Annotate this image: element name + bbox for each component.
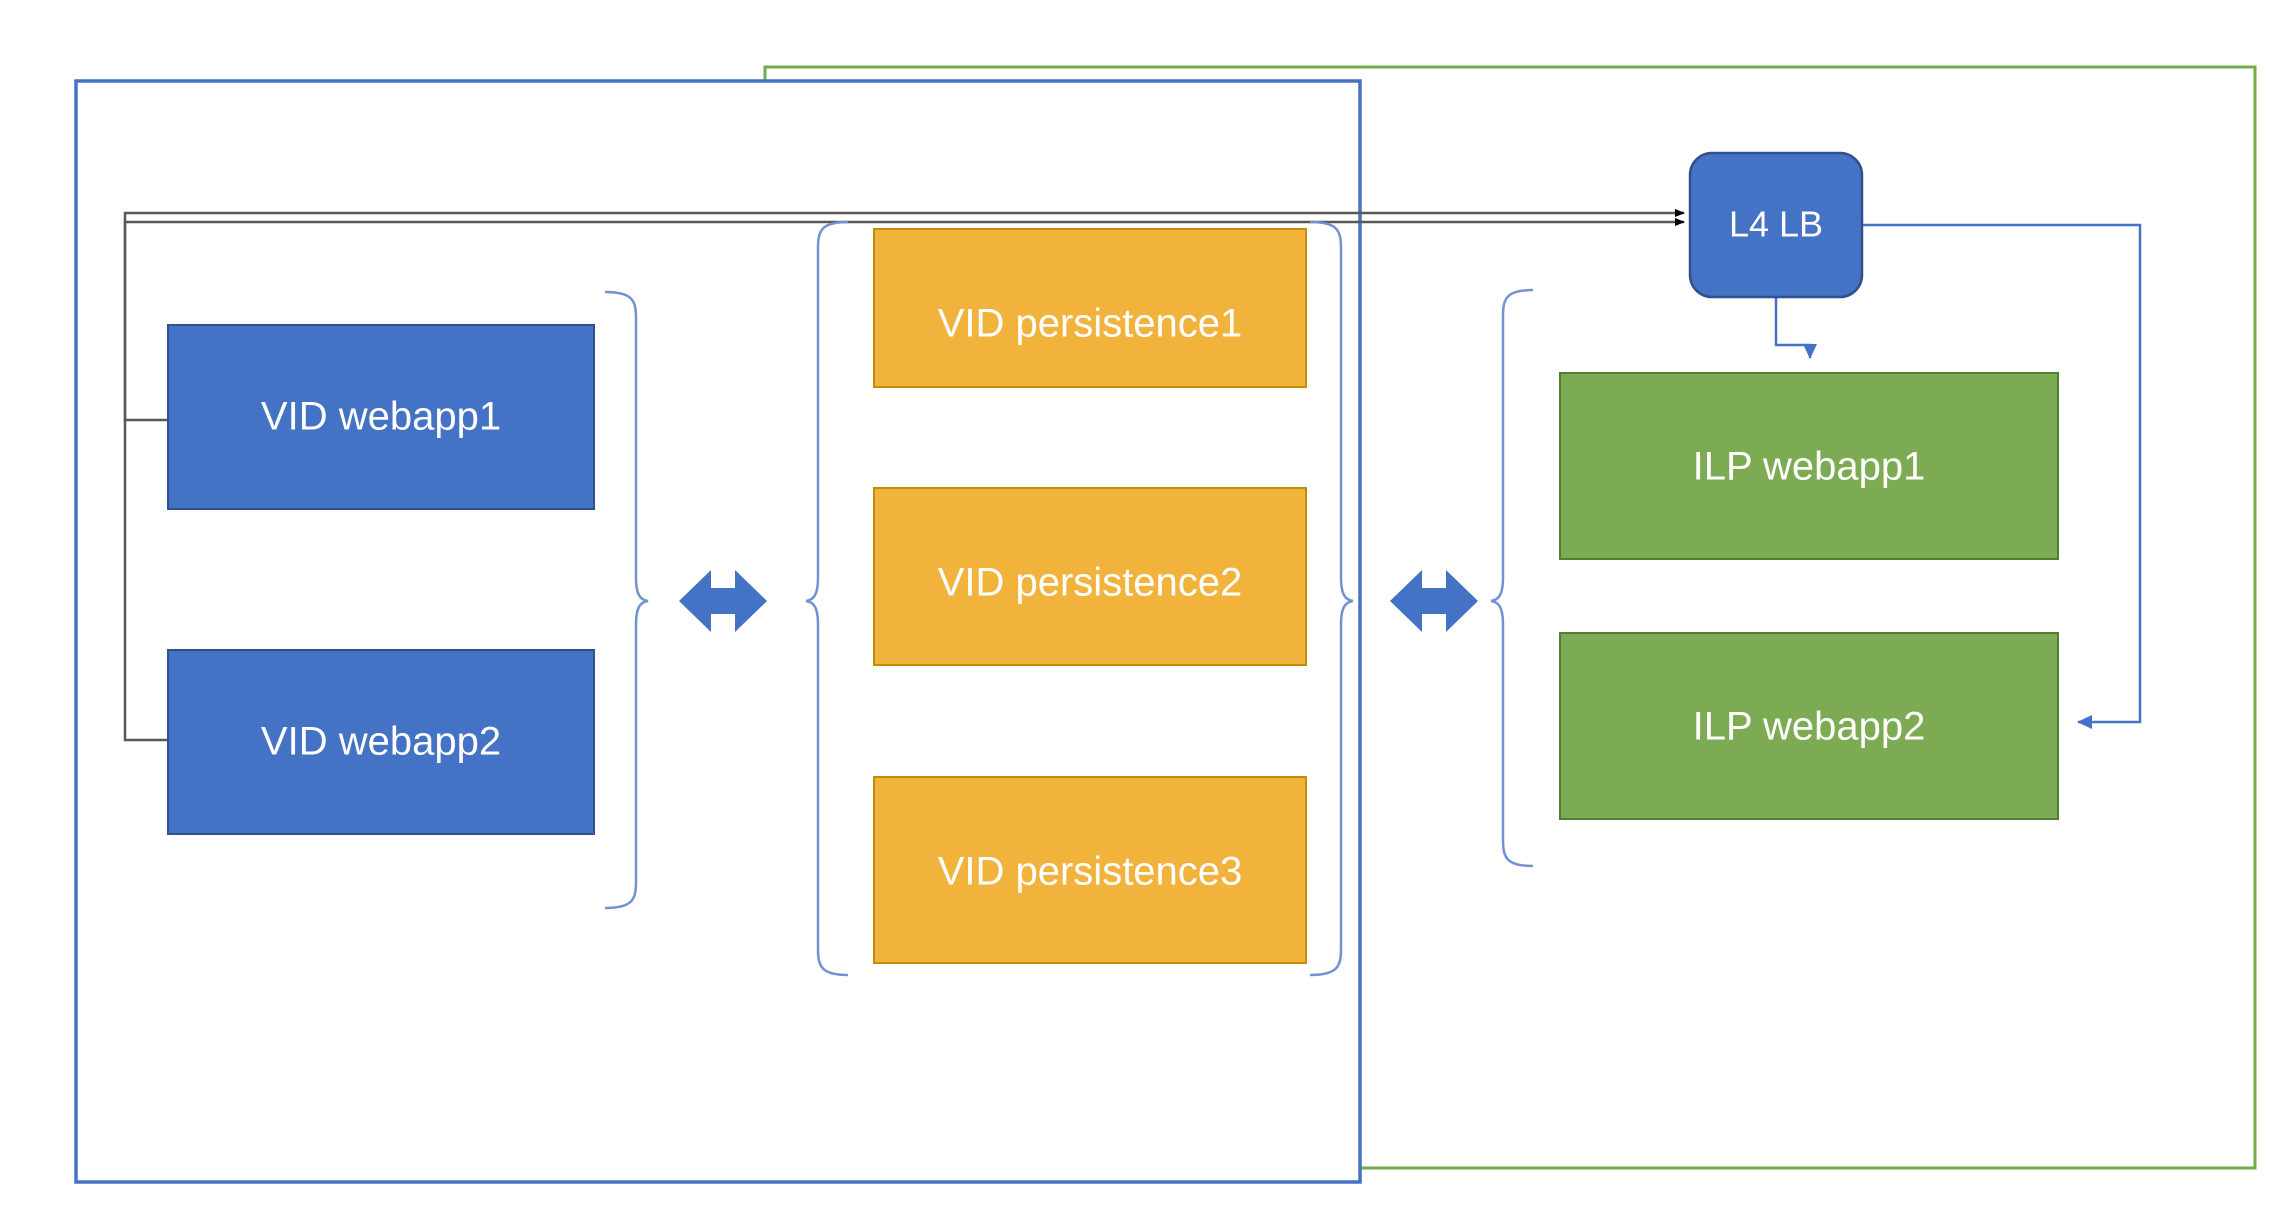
- vid-persistence2-box[interactable]: [873, 487, 1307, 666]
- braces-group: [604, 220, 1534, 977]
- double-arrow-vid-webapp-persistence: [679, 570, 767, 632]
- vid-webapp1-label: VID webapp1: [261, 395, 501, 439]
- brace-vid-webapps: [604, 290, 649, 910]
- ilp-webapp1-label: ILP webapp1: [1693, 445, 1926, 489]
- lb-connectors-group: [1774, 223, 2142, 729]
- ilp-webapp2-box[interactable]: [1559, 632, 2059, 820]
- l4-lb-label: L4 LB: [1729, 204, 1823, 245]
- l4-lb-box[interactable]: [1688, 151, 1864, 299]
- ilp-webapp2-label: ILP webapp2: [1693, 705, 1926, 749]
- vid-persistence3-box[interactable]: [873, 776, 1307, 964]
- node-vid-persistence2[interactable]: VID persistence2: [873, 487, 1307, 666]
- node-ilp-webapp2[interactable]: ILP webapp2: [1559, 632, 2059, 820]
- brace-persistence-right: [1309, 220, 1354, 977]
- ilp-webapp1-box[interactable]: [1559, 372, 2059, 560]
- vid-persistence1-label: VID persistence1: [938, 302, 1243, 346]
- vid-webapp1-box[interactable]: [167, 324, 595, 510]
- connector-l4lb-to-ilp-webapp2: [1862, 223, 2142, 729]
- brace-persistence-left: [805, 220, 849, 977]
- node-vid-webapp1[interactable]: VID webapp1: [167, 324, 595, 510]
- vid-webapp2-box[interactable]: [167, 649, 595, 835]
- connector-vid-webapp2-to-l4lb: [123, 218, 1685, 742]
- vid-webapp2-label: VID webapp2: [261, 720, 501, 764]
- connector-l4lb-to-ilp-webapp1: [1774, 297, 1817, 359]
- node-ilp-webapp1[interactable]: ILP webapp1: [1559, 372, 2059, 560]
- double-arrow-persistence-ilp: [1390, 570, 1478, 632]
- brace-ilp-webapps: [1490, 288, 1534, 868]
- vid-persistence1-box[interactable]: [873, 228, 1307, 388]
- node-vid-persistence3[interactable]: VID persistence3: [873, 776, 1307, 964]
- double-arrows-group: [679, 570, 1478, 632]
- node-l4-lb[interactable]: L4 LB: [1688, 151, 1864, 299]
- connectors-group: [123, 209, 1685, 742]
- vid-persistence3-label: VID persistence3: [938, 850, 1243, 894]
- node-vid-persistence1[interactable]: VID persistence1: [873, 228, 1307, 388]
- vid-persistence2-label: VID persistence2: [938, 561, 1243, 605]
- node-vid-webapp2[interactable]: VID webapp2: [167, 649, 595, 835]
